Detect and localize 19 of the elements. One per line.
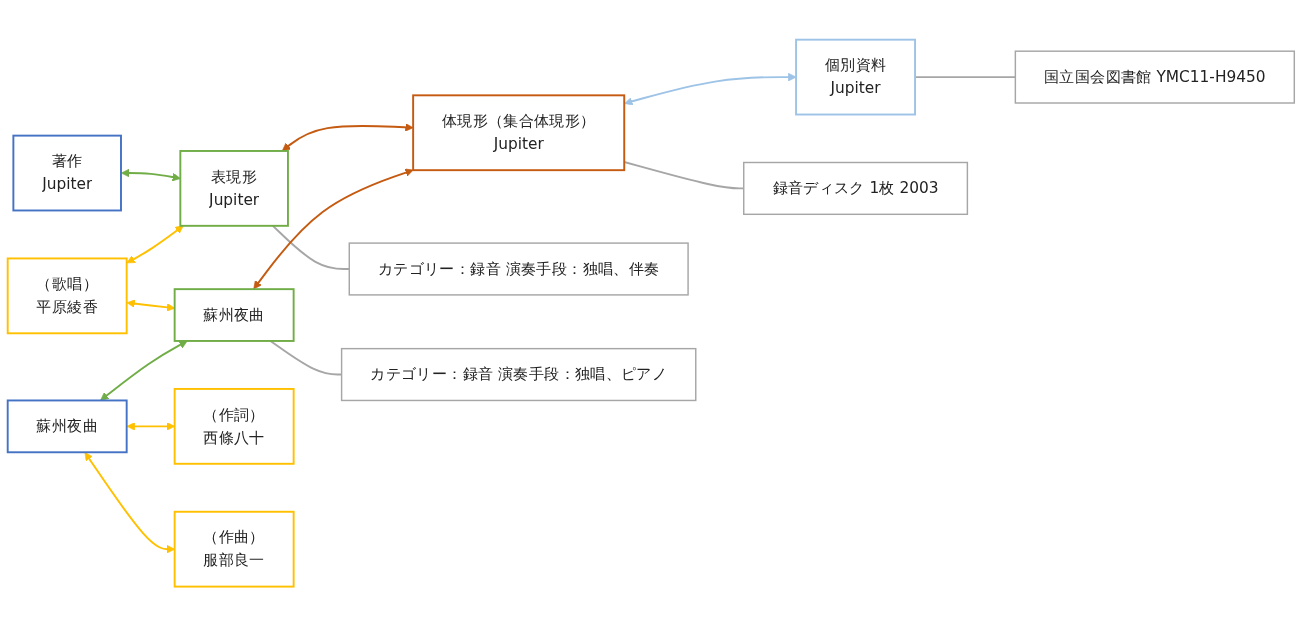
node-box: 個別資料 Jupiter bbox=[795, 38, 916, 116]
node-box: （歌唱） 平原綾香 bbox=[6, 257, 128, 335]
arrow bbox=[624, 72, 797, 106]
node-box: 著作 Jupiter bbox=[12, 134, 122, 212]
arrow bbox=[281, 123, 414, 151]
node-box: 蘇州夜曲 bbox=[173, 288, 295, 342]
arrow bbox=[121, 168, 181, 182]
arrow bbox=[253, 168, 414, 290]
node-box: （作詞） 西條八十 bbox=[173, 387, 295, 465]
node-box: 国立国会図書館 YMC11-H9450 bbox=[1014, 50, 1296, 104]
node-box: （作曲） 服部良一 bbox=[173, 510, 295, 588]
node-box: カテゴリー：録音 演奏手段：独唱、伴奏 bbox=[348, 242, 689, 296]
arrow bbox=[126, 225, 184, 264]
node-box: 表現形 Jupiter bbox=[179, 149, 289, 227]
node-box: 体現形（集合体現形） Jupiter bbox=[412, 94, 626, 171]
arrow bbox=[100, 340, 188, 401]
node-box: 蘇州夜曲 bbox=[6, 399, 128, 454]
node-box: カテゴリー：録音 演奏手段：独唱、ピアノ bbox=[340, 347, 697, 402]
node-box: 録音ディスク 1枚 2003 bbox=[743, 161, 969, 215]
